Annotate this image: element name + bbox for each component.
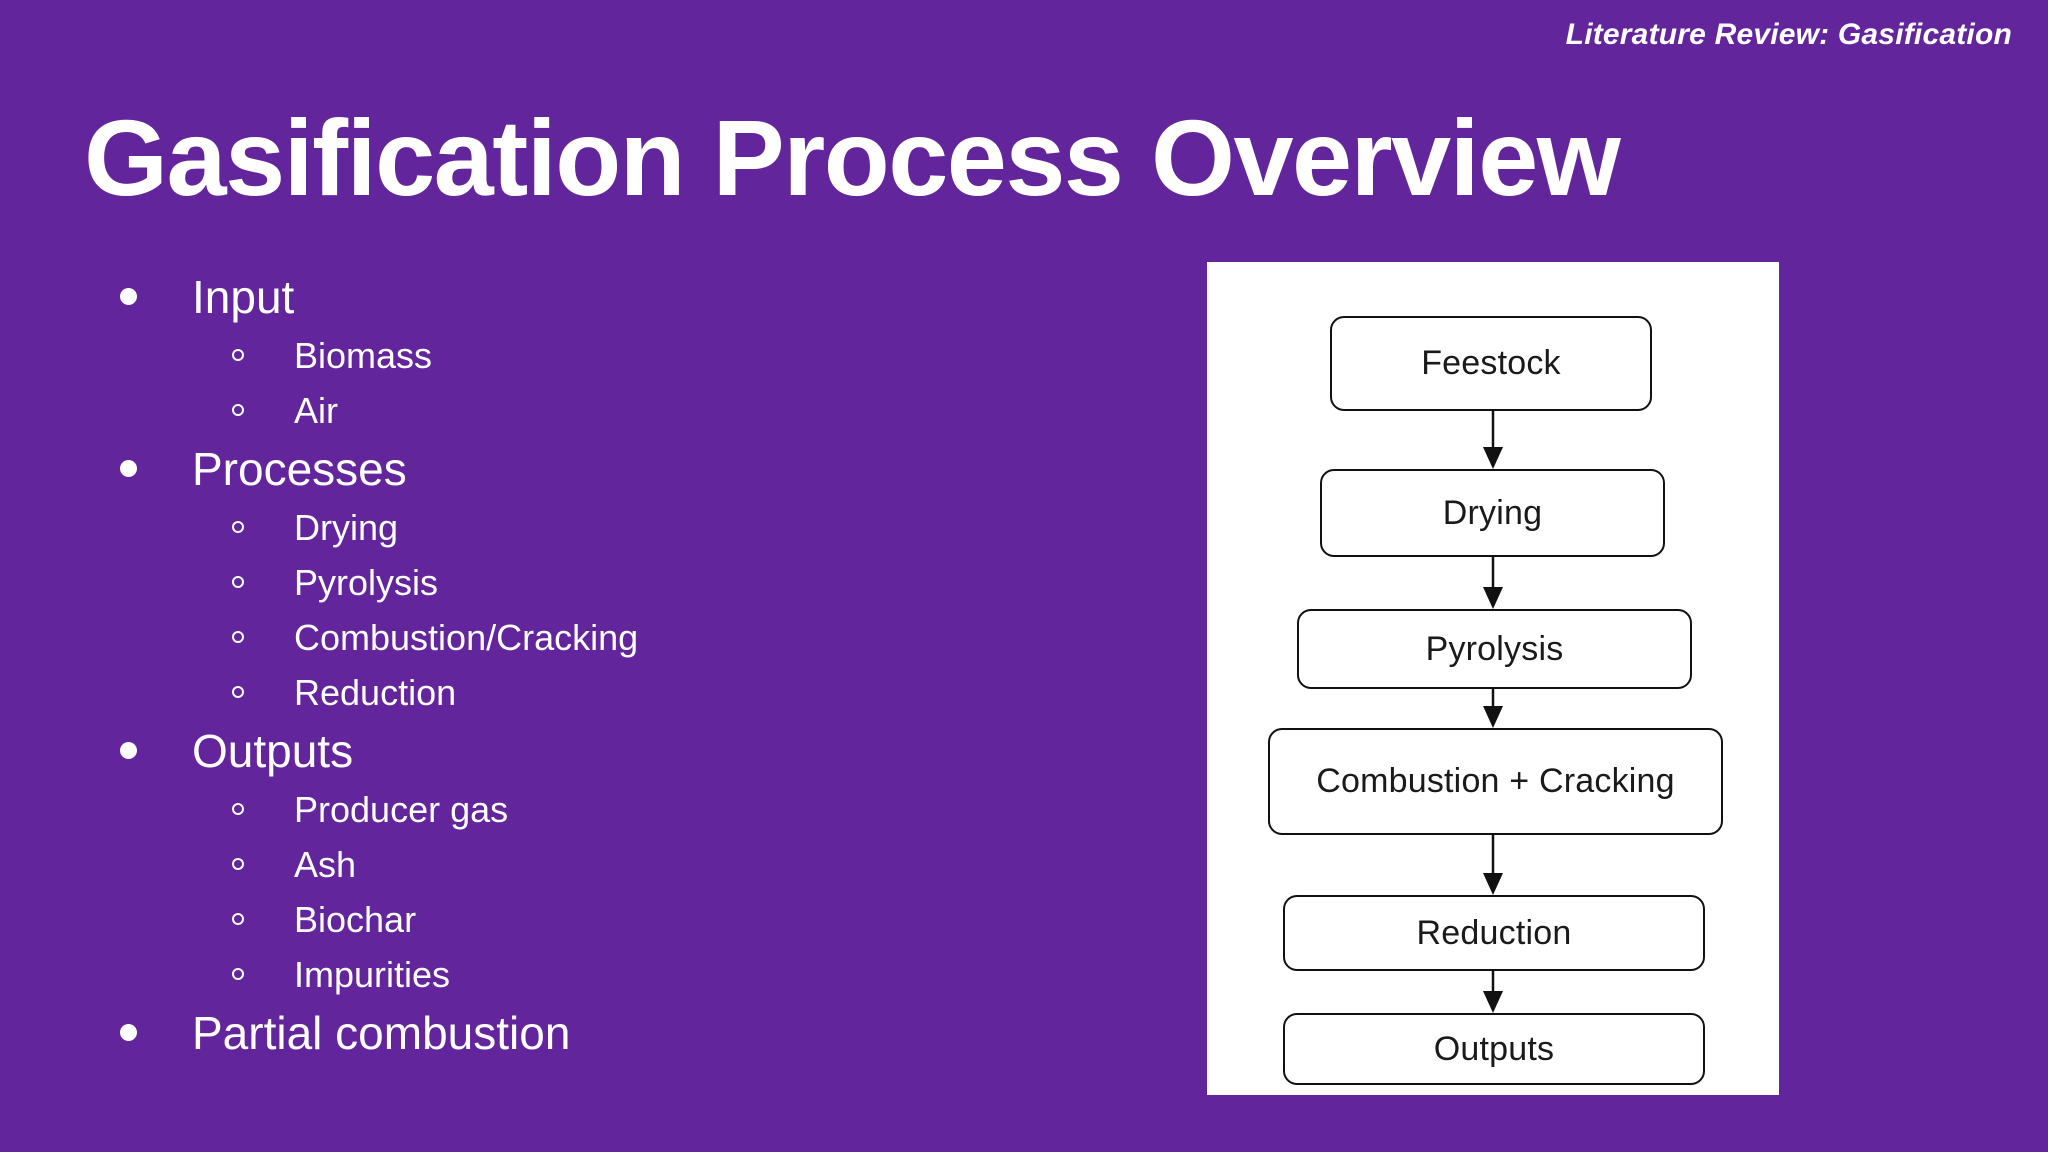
flow-arrow-down-icon	[1480, 411, 1506, 469]
bullet-label: Reduction	[294, 672, 457, 713]
bullet-label: Ash	[294, 844, 357, 885]
hollow-circle-icon	[232, 349, 244, 361]
flow-arrow-down-icon	[1480, 971, 1506, 1013]
flow-arrow-down-icon	[1480, 689, 1506, 728]
flow-node-combustion-cracking: Combustion + Cracking	[1268, 728, 1723, 835]
filled-disc-icon	[120, 742, 137, 759]
flow-arrow-down-icon	[1480, 557, 1506, 609]
hollow-circle-icon	[232, 858, 244, 870]
bullet-item: Pyrolysis	[0, 555, 1160, 610]
hollow-circle-icon	[232, 521, 244, 533]
bullet-label: Biochar	[294, 899, 417, 940]
bullet-label: Partial combustion	[192, 1007, 571, 1059]
hollow-circle-icon	[232, 913, 244, 925]
bullet-item: Processes	[0, 438, 1160, 500]
bullet-item: Impurities	[0, 947, 1160, 1002]
flow-node-pyrolysis: Pyrolysis	[1297, 609, 1692, 689]
bullet-item: Combustion/Cracking	[0, 610, 1160, 665]
bullet-item: Outputs	[0, 720, 1160, 782]
bullet-label: Biomass	[294, 335, 433, 376]
bullet-label: Drying	[294, 507, 399, 548]
flow-arrow-down-icon	[1480, 835, 1506, 895]
bullet-item: Producer gas	[0, 782, 1160, 837]
bullet-label: Processes	[192, 443, 407, 495]
bullet-item: Input	[0, 266, 1160, 328]
bullet-item: Ash	[0, 837, 1160, 892]
hollow-circle-icon	[232, 576, 244, 588]
bullet-label: Pyrolysis	[294, 562, 439, 603]
hollow-circle-icon	[232, 686, 244, 698]
flow-node-outputs: Outputs	[1283, 1013, 1705, 1085]
page-title: Gasification Process Overview	[84, 97, 1621, 218]
hollow-circle-icon	[232, 803, 244, 815]
flow-node-drying: Drying	[1320, 469, 1665, 557]
bullet-label: Air	[294, 390, 338, 431]
hollow-circle-icon	[232, 631, 244, 643]
hollow-circle-icon	[232, 404, 244, 416]
bullet-item: Biomass	[0, 328, 1160, 383]
bullet-item: Biochar	[0, 892, 1160, 947]
bullet-item: Drying	[0, 500, 1160, 555]
bullet-item: Partial combustion	[0, 1002, 1160, 1064]
bullet-label: Input	[192, 271, 295, 323]
bullet-item: Reduction	[0, 665, 1160, 720]
hollow-circle-icon	[232, 968, 244, 980]
bullet-label: Producer gas	[294, 789, 509, 830]
bullet-label: Outputs	[192, 725, 354, 777]
bullet-item: Air	[0, 383, 1160, 438]
flow-node-feestock: Feestock	[1330, 316, 1652, 411]
filled-disc-icon	[120, 288, 137, 305]
bullet-label: Combustion/Cracking	[294, 617, 639, 658]
filled-disc-icon	[120, 1024, 137, 1041]
flow-node-reduction: Reduction	[1283, 895, 1705, 971]
bullet-label: Impurities	[294, 954, 451, 995]
filled-disc-icon	[120, 460, 137, 477]
slide-eyebrow-label: Literature Review: Gasification	[1565, 18, 2012, 51]
